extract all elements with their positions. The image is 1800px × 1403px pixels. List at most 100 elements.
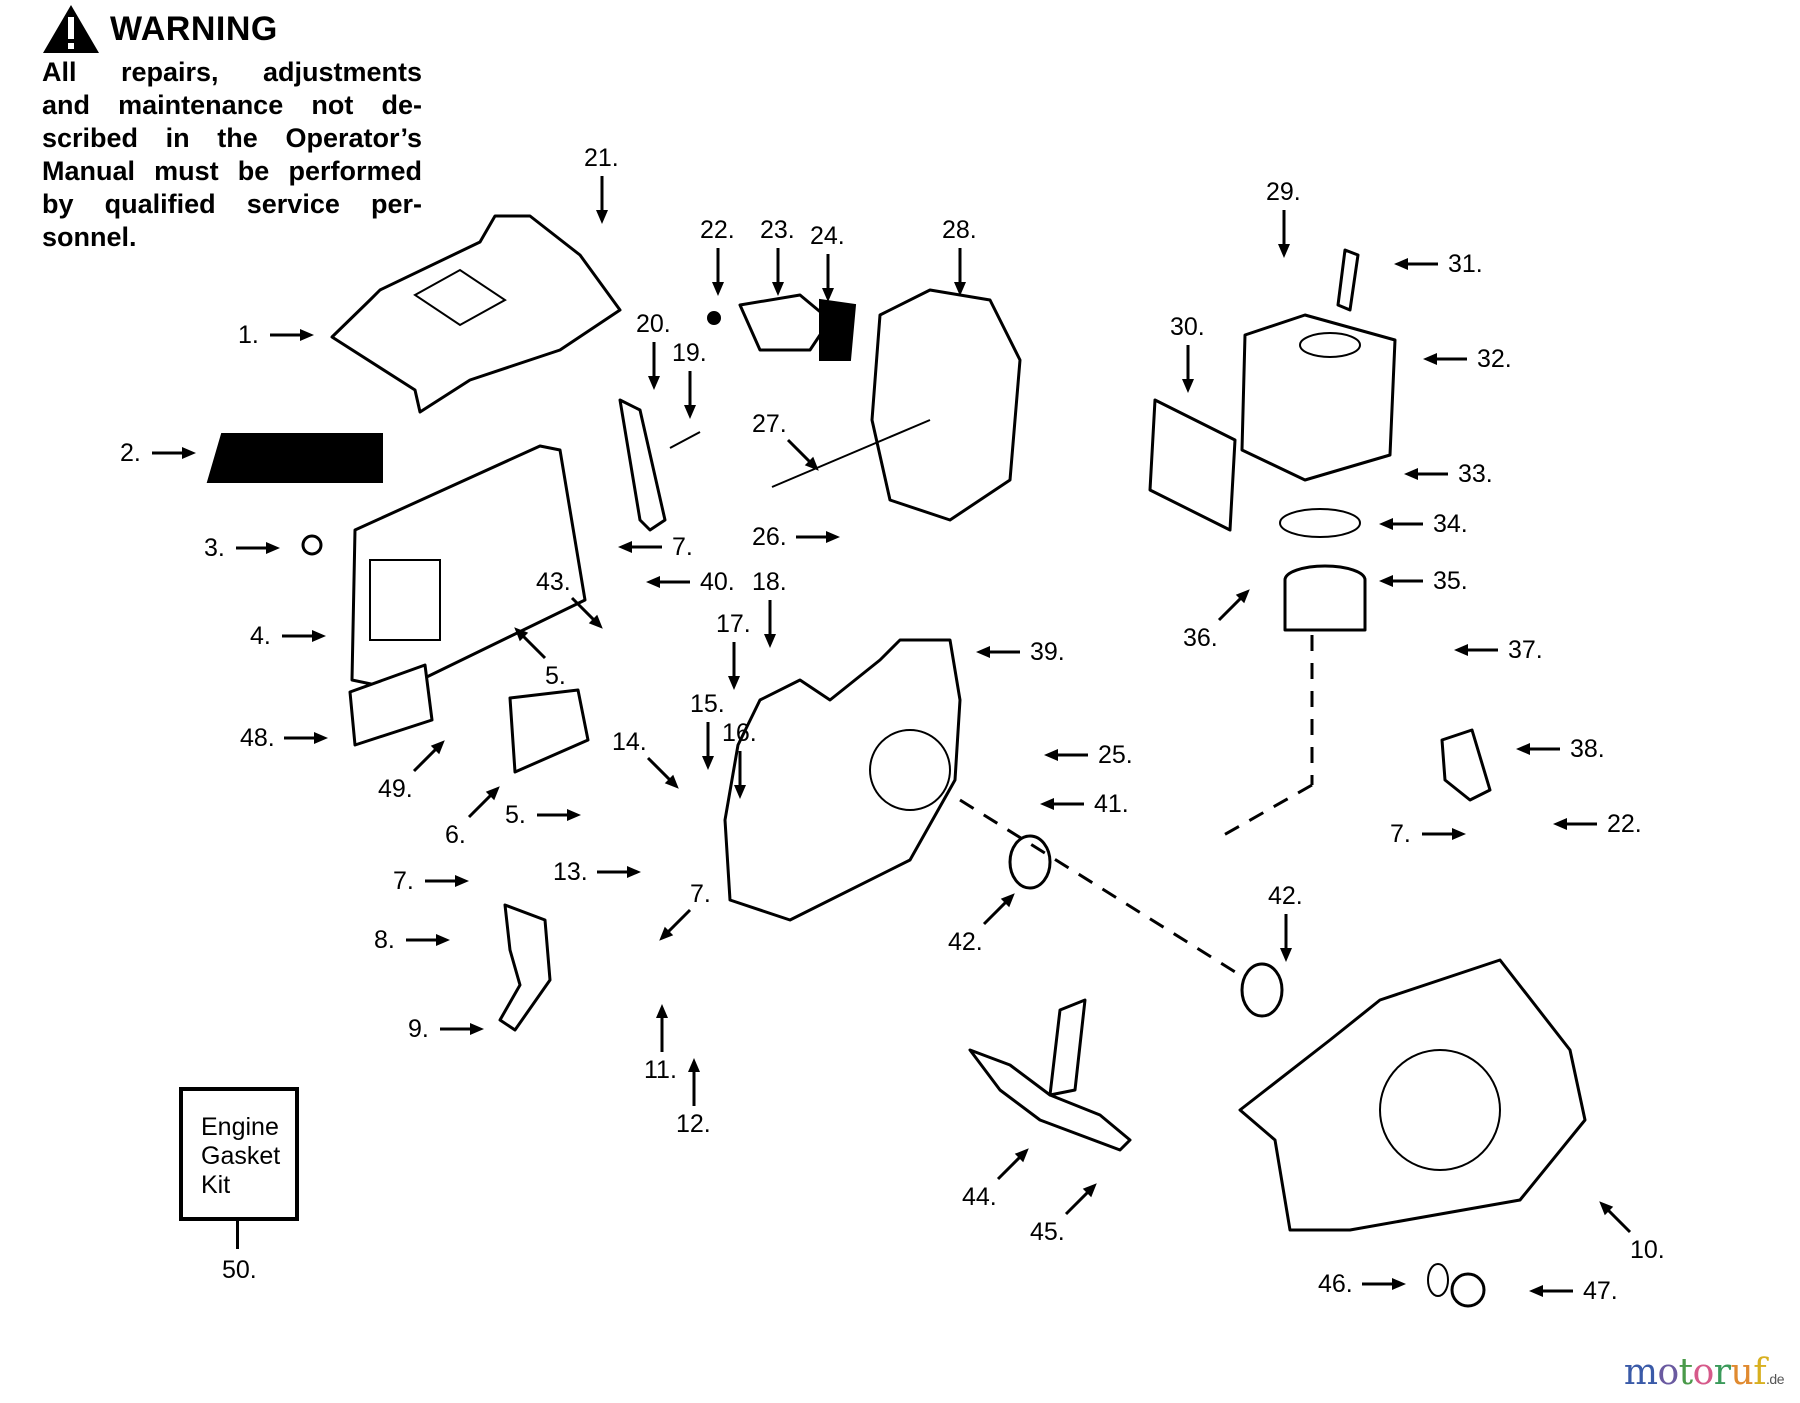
part-crankcase [723, 638, 962, 922]
part-knob [301, 534, 323, 556]
callout-leader [646, 756, 673, 783]
callout: 38. [1516, 735, 1605, 763]
callout: 13. [553, 858, 641, 886]
callout-leader [1217, 595, 1244, 622]
callout: 44. [962, 1148, 1029, 1211]
callout-label: 5. [545, 662, 566, 690]
arrowhead-icon [712, 282, 724, 296]
callout: 7. [393, 867, 469, 895]
callout-label: 48. [240, 724, 275, 752]
callout: 34. [1379, 510, 1468, 538]
arrowhead-icon [659, 926, 674, 941]
arrowhead-icon [804, 456, 819, 471]
arrowhead-icon [485, 786, 500, 801]
part-fan-housing [1238, 958, 1587, 1232]
arrowhead-icon [266, 542, 280, 554]
callout: 5. [505, 801, 581, 829]
callout-label: 38. [1570, 735, 1605, 763]
callout-label: 7. [672, 533, 693, 561]
part-decal [206, 433, 383, 483]
callout-label: 49. [378, 775, 413, 803]
warning-line: sonnel. [42, 222, 137, 252]
arrowhead-icon [822, 288, 834, 302]
callout: 2. [120, 439, 196, 467]
arrowhead-icon [618, 541, 632, 553]
arrowhead-icon [1516, 743, 1530, 755]
callout: 15. [690, 690, 725, 770]
warning-line: scribed in the Operator’s [42, 123, 422, 153]
callout-leader [1064, 1189, 1091, 1216]
callout-label: 42. [1268, 882, 1303, 910]
callout-label: 25. [1098, 741, 1133, 769]
arrowhead-icon [646, 576, 660, 588]
callout: 22. [1553, 810, 1642, 838]
callout-leader [665, 908, 692, 935]
arrowhead-icon [772, 282, 784, 296]
arrowhead-icon [1082, 1183, 1097, 1198]
callout: 7. [1390, 820, 1466, 848]
callout: 22. [700, 216, 735, 296]
callout: 35. [1379, 567, 1468, 595]
callout-leader [520, 633, 547, 660]
part-crankshaft [968, 1048, 1132, 1152]
callout-labels: 1.2.3.4.5.5.6.7.7.7.7.8.9.10.11.12.13.14… [120, 144, 1665, 1305]
arrowhead-icon [1280, 948, 1292, 962]
callout-leader [786, 438, 813, 465]
arrowhead-icon [470, 1023, 484, 1035]
arrowhead-icon [1452, 828, 1466, 840]
callout-label: 23. [760, 216, 795, 244]
watermark-text: motoruf [1624, 1352, 1767, 1393]
callout: 21. [584, 144, 619, 224]
arrowhead-icon [826, 531, 840, 543]
callout-label: 3. [204, 534, 225, 562]
arrowhead-icon [954, 282, 966, 296]
arrowhead-icon [588, 614, 603, 629]
warning-line: and maintenance not de- [42, 90, 422, 120]
callout-label: 8. [374, 926, 395, 954]
callout: 29. [1266, 178, 1301, 258]
arrowhead-icon [1044, 749, 1058, 761]
arrowhead-icon [1454, 644, 1468, 656]
callout-label: 13. [553, 858, 588, 886]
arrowhead-icon [656, 1004, 668, 1018]
watermark-letter: o [1692, 1352, 1715, 1393]
callout: 37. [1454, 636, 1543, 664]
callout: 27. [752, 410, 819, 471]
callout: 7. [659, 880, 711, 941]
arrowhead-icon [976, 646, 990, 658]
callout: 48. [240, 724, 328, 752]
arrowhead-icon [1394, 258, 1408, 270]
callout: 47. [1529, 1277, 1618, 1305]
arrowhead-icon [567, 809, 581, 821]
callout-label: 19. [672, 339, 707, 367]
arrowhead-icon [1000, 893, 1015, 908]
callout-label: 27. [752, 410, 787, 438]
callout-label: 5. [505, 801, 526, 829]
callout: 1. [238, 321, 314, 349]
arrowhead-icon [684, 405, 696, 419]
arrowhead-icon [1529, 1285, 1543, 1297]
callout: 11. [644, 1004, 677, 1084]
callout: 17. [716, 610, 751, 690]
callout-label: 41. [1094, 790, 1129, 818]
arrowhead-icon [455, 875, 469, 887]
warning-line: Manual must be performed [42, 156, 422, 186]
watermark-letter: f [1753, 1352, 1767, 1393]
callout: 14. [612, 728, 679, 789]
callout: 4. [250, 622, 326, 650]
callout: 7. [618, 533, 693, 561]
arrowhead-icon [1182, 379, 1194, 393]
kit-line: Engine [201, 1113, 279, 1141]
kit-leader-line [236, 1217, 239, 1249]
arrowhead-icon [1379, 518, 1393, 530]
callout: 16. [722, 719, 757, 799]
callout-label: 2. [120, 439, 141, 467]
callout: 41. [1040, 790, 1129, 818]
callout: 32. [1423, 345, 1512, 373]
arrowhead-icon [430, 740, 445, 755]
callout: 26. [752, 523, 840, 551]
callout: 25. [1044, 741, 1133, 769]
callout: 30. [1170, 313, 1205, 393]
engine-gasket-kit-box: Engine Gasket Kit [179, 1087, 299, 1221]
